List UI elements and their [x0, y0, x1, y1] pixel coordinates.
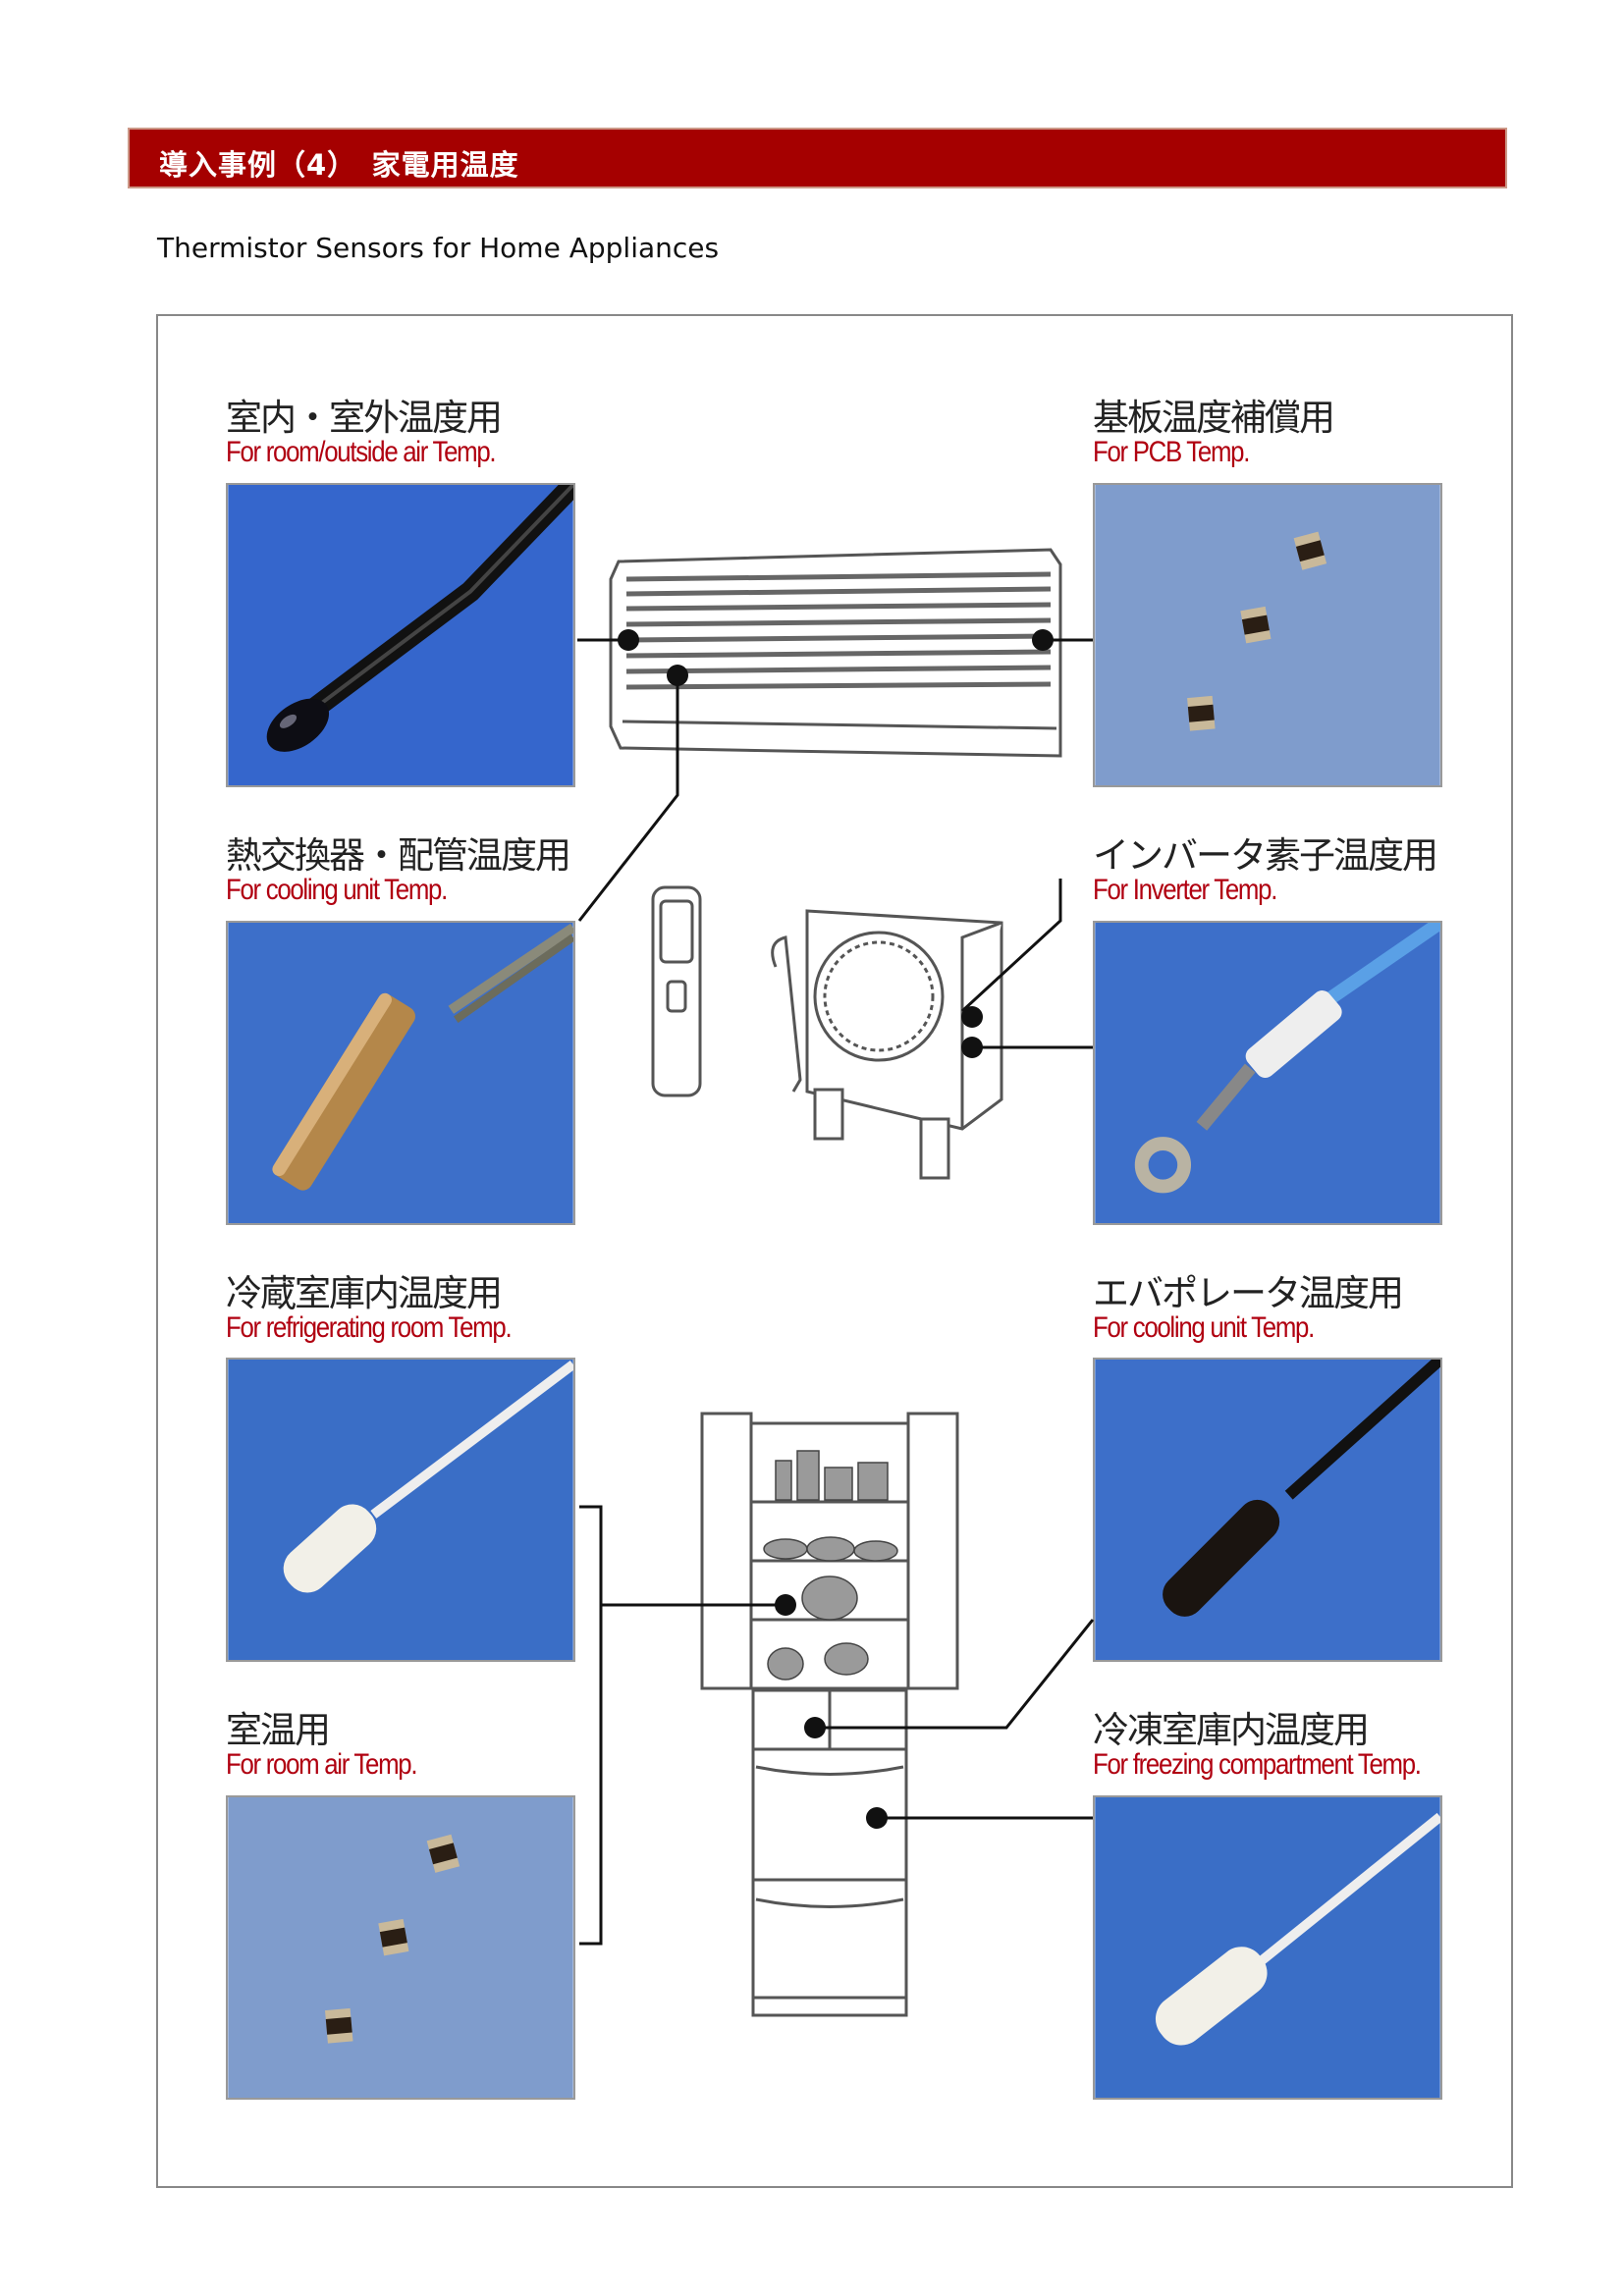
label-room-air-jp: 室温用: [226, 1709, 331, 1751]
connector-lines: [577, 638, 1095, 1946]
label-freezing-en: For freezing compartment Temp.: [1093, 1748, 1422, 1781]
ring-terminal-photo: [1093, 921, 1442, 1225]
label-freezing-jp: 冷凍室庫内温度用: [1093, 1709, 1370, 1751]
label-inverter-jp: インバータ素子温度用: [1093, 834, 1438, 877]
air-conditioner-illustration: [609, 548, 1062, 758]
label-refrigerating-jp: 冷蔵室庫内温度用: [226, 1272, 503, 1314]
sensor-point-markers: [618, 629, 1054, 1829]
label-evaporator-en: For cooling unit Temp.: [1093, 1311, 1315, 1344]
label-evaporator-jp: エバポレータ温度用: [1093, 1272, 1404, 1314]
white-probe-photo: [1093, 1795, 1442, 2100]
label-room-outside-jp: 室内・室外温度用: [226, 397, 503, 439]
chip-thermistor-photo: [1093, 483, 1442, 787]
section-header-bar: 導入事例（4） 家電用温度: [128, 128, 1507, 188]
remote-control-illustration: [651, 885, 702, 1097]
brass-probe-photo: [226, 921, 575, 1225]
label-room-outside-en: For room/outside air Temp.: [226, 436, 497, 468]
refrigerator-illustration: [700, 1412, 959, 2017]
black-probe-photo: [1093, 1358, 1442, 1662]
label-pcb-jp: 基板温度補償用: [1093, 397, 1335, 439]
black-probe-photo: [226, 483, 575, 787]
label-cooling-unit-en: For cooling unit Temp.: [226, 874, 448, 906]
section-title: 導入事例（4） 家電用温度: [159, 148, 519, 182]
outdoor-unit-illustration: [771, 909, 1003, 1180]
diagram-frame: [156, 314, 1513, 2188]
label-inverter-en: For Inverter Temp.: [1093, 874, 1277, 906]
label-room-air-en: For room air Temp.: [226, 1748, 418, 1781]
label-refrigerating-en: For refrigerating room Temp.: [226, 1311, 513, 1344]
label-pcb-en: For PCB Temp.: [1093, 436, 1250, 468]
white-probe-photo: [226, 1358, 575, 1662]
chip-thermistor-photo: [226, 1795, 575, 2100]
page-subtitle: Thermistor Sensors for Home Appliances: [157, 232, 720, 264]
label-cooling-unit-jp: 熱交換器・配管温度用: [226, 834, 571, 877]
